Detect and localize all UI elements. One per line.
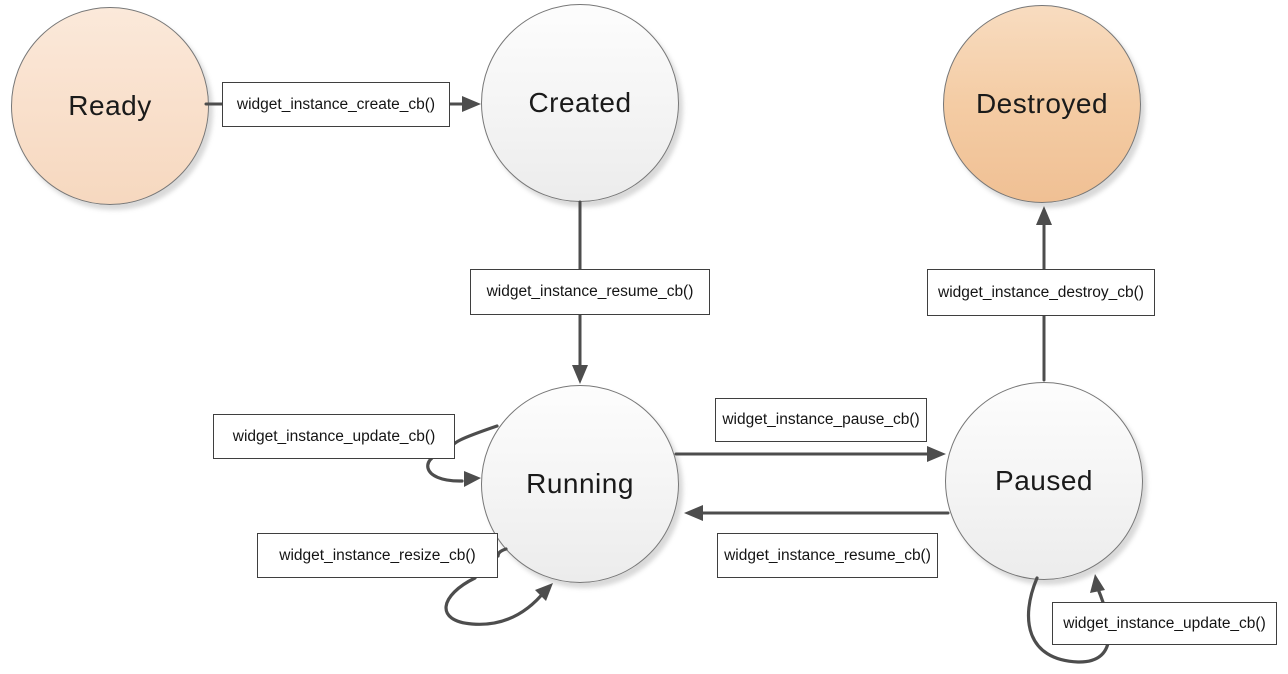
transition-resume-created-label: widget_instance_resume_cb()	[486, 283, 694, 300]
transition-pause-label-box: widget_instance_pause_cb()	[715, 398, 927, 442]
arrowhead-ready-to-created	[462, 96, 481, 112]
state-destroyed: Destroyed	[943, 5, 1141, 203]
transition-update-paused-label: widget_instance_update_cb()	[1063, 614, 1266, 632]
arrowhead-running-update	[464, 471, 481, 487]
state-destroyed-label: Destroyed	[975, 88, 1109, 119]
state-paused: Paused	[945, 382, 1143, 580]
transition-resume-paused-label: widget_instance_resume_cb()	[724, 546, 931, 564]
transition-update-running-label: widget_instance_update_cb()	[232, 427, 436, 445]
arrowhead-paused-to-running	[684, 505, 703, 521]
loop-running-update-in	[449, 424, 499, 452]
transition-resize-running-label: widget_instance_resize_cb()	[279, 546, 476, 564]
state-ready: Ready	[11, 7, 209, 205]
transition-create-label-box: widget_instance_create_cb()	[222, 82, 450, 127]
state-created-label: Created	[528, 87, 632, 118]
arrowhead-created-to-running	[572, 365, 588, 384]
transition-update-paused-label-box: widget_instance_update_cb()	[1052, 602, 1277, 645]
transition-resume-paused-label-box: widget_instance_resume_cb()	[717, 533, 938, 578]
state-paused-label: Paused	[995, 465, 1093, 496]
loop-running-resize-in	[496, 547, 508, 558]
state-running: Running	[481, 385, 679, 583]
arrowhead-paused-update	[1090, 574, 1105, 593]
state-ready-label: Ready	[68, 90, 152, 121]
transition-resize-running-label-box: widget_instance_resize_cb()	[257, 533, 498, 578]
transition-update-running-label-box: widget_instance_update_cb()	[213, 414, 455, 459]
state-running-label: Running	[526, 468, 634, 499]
arrowhead-running-to-paused	[927, 446, 946, 462]
transition-resume-created-label-box: widget_instance_resume_cb()	[470, 269, 710, 315]
transition-destroy-label-box: widget_instance_destroy_cb()	[927, 269, 1155, 316]
transition-destroy-label: widget_instance_destroy_cb()	[938, 283, 1144, 301]
transition-pause-label: widget_instance_pause_cb()	[722, 411, 920, 428]
arrowhead-paused-to-destroyed	[1036, 206, 1052, 225]
arrowhead-running-resize	[535, 583, 553, 601]
loop-running-resize-out	[444, 576, 547, 626]
transition-create-label: widget_instance_create_cb()	[236, 95, 436, 113]
